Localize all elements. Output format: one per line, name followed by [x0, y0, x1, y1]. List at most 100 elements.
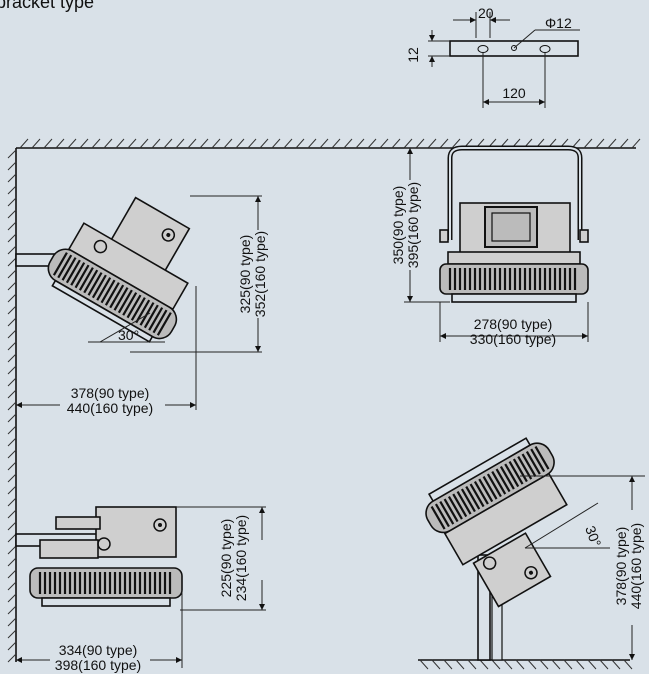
wall-side-width-1: 378(90 type)	[71, 385, 150, 401]
heat-sink-fin	[61, 257, 77, 281]
hatch-line	[7, 521, 17, 531]
heat-sink-fin	[521, 453, 537, 478]
plate-hole-left	[477, 45, 489, 53]
hatch-line	[7, 353, 17, 363]
hatch-line	[595, 138, 605, 149]
heat-sink-fin	[465, 485, 481, 510]
horizontal-screw-icon	[153, 518, 167, 532]
hatch-line	[127, 138, 137, 149]
hatch-line	[7, 557, 17, 567]
hatch-line	[443, 659, 453, 670]
hatch-line	[491, 659, 501, 670]
hatch-line	[7, 461, 17, 471]
heat-sink-fin	[473, 480, 489, 505]
hatch-line	[259, 138, 269, 149]
heat-sink-fin	[452, 493, 468, 518]
hatch-line	[7, 377, 17, 387]
heat-sink-fin	[148, 307, 164, 331]
hatch-line	[199, 138, 209, 149]
dim-12: 12	[405, 47, 421, 63]
hatch-line	[295, 138, 305, 149]
hatch-line	[7, 593, 17, 603]
heat-sink-fin	[100, 279, 116, 304]
hatch-line	[163, 138, 173, 149]
heat-sink-fin	[78, 267, 94, 291]
hatch-line	[7, 437, 17, 447]
heat-sink-fin	[460, 488, 476, 513]
heat-sink-fin	[430, 505, 446, 530]
floor-angle: 30°	[582, 524, 604, 549]
heat-sink-fin	[139, 302, 155, 326]
hatch-line	[211, 138, 221, 149]
hatch-line	[515, 659, 525, 670]
heat-sink-fin	[530, 448, 546, 473]
hatch-line	[7, 209, 17, 219]
heat-sink-fin	[117, 289, 133, 314]
heat-sink-fin	[65, 259, 81, 284]
ceiling-width-1: 278(90 type)	[474, 316, 553, 332]
hatch-line	[7, 425, 17, 435]
wall-horizontal-mount-view: 225(90 type) 234(160 type) 334(90 type) …	[15, 506, 266, 673]
hatch-line	[439, 138, 449, 149]
hatch-line	[7, 509, 17, 519]
hatch-line	[7, 305, 17, 315]
hatch-line	[19, 138, 29, 149]
hatch-line	[7, 221, 17, 231]
heat-sink-fin	[87, 272, 103, 296]
floor-mount-view: 30° 378(90 type) 440(160 type)	[425, 437, 645, 661]
horizontal-width-1: 334(90 type)	[59, 642, 138, 658]
hatch-line	[7, 485, 17, 495]
wall-side-width-2: 440(160 type)	[67, 400, 153, 416]
bracket-plate-detail: 20 Φ12 12 120	[405, 5, 580, 108]
ceiling-height-1: 350(90 type)	[390, 186, 406, 265]
heat-sink-fin	[130, 297, 146, 321]
heat-sink-fin	[104, 282, 120, 306]
hatch-line	[427, 138, 437, 149]
hatch-line	[7, 569, 17, 579]
heat-sink-fin	[83, 269, 99, 294]
driver-screw-icon	[161, 228, 176, 242]
hatch-line	[247, 138, 257, 149]
heat-sink-fin	[491, 470, 507, 495]
heat-sink-fin	[126, 294, 142, 319]
hatch-line	[527, 659, 537, 670]
wall-side-mount-view: 30° 325(90 type) 352(160 type) 378(90 ty…	[15, 195, 268, 416]
heat-sink-fin	[152, 309, 168, 334]
hatch-line	[7, 317, 17, 327]
heat-sink-fin	[534, 445, 550, 470]
heat-sink-fin	[456, 490, 472, 515]
ceiling-mount-view: 350(90 type) 395(160 type) 278(90 type) …	[390, 145, 589, 347]
heat-sink-fin	[135, 299, 151, 324]
hatch-line	[503, 659, 513, 670]
heat-sink-fin	[447, 495, 463, 520]
heat-sink-fin	[478, 478, 494, 503]
hatch-line	[223, 138, 233, 149]
dim-120: 120	[502, 85, 526, 101]
pivot-icon	[93, 239, 108, 254]
hatch-line	[31, 138, 41, 149]
hatch-line	[403, 138, 413, 149]
hatch-line	[7, 329, 17, 339]
hatch-line	[419, 659, 429, 670]
hatch-line	[7, 413, 17, 423]
heading: bracket type	[0, 0, 94, 12]
hatch-line	[467, 659, 477, 670]
plate-hole-center	[511, 45, 517, 51]
hatch-line	[587, 659, 597, 670]
hatch-line	[7, 245, 17, 255]
dim-hole-diameter: Φ12	[545, 15, 572, 31]
hatch-line	[7, 641, 17, 651]
hatch-line	[7, 545, 17, 555]
horizontal-height-1: 225(90 type)	[218, 519, 234, 598]
heat-sink-fin	[434, 503, 450, 528]
dim-20: 20	[478, 5, 494, 21]
hatch-line	[331, 138, 341, 149]
hatch-line	[479, 659, 489, 670]
heat-sink-fin	[96, 277, 112, 301]
hatch-line	[7, 197, 17, 207]
heat-sink-fin	[143, 304, 159, 329]
wall-side-angle: 30°	[118, 327, 139, 343]
heat-sink-fin	[525, 450, 541, 475]
horizontal-width-2: 398(160 type)	[55, 657, 141, 673]
